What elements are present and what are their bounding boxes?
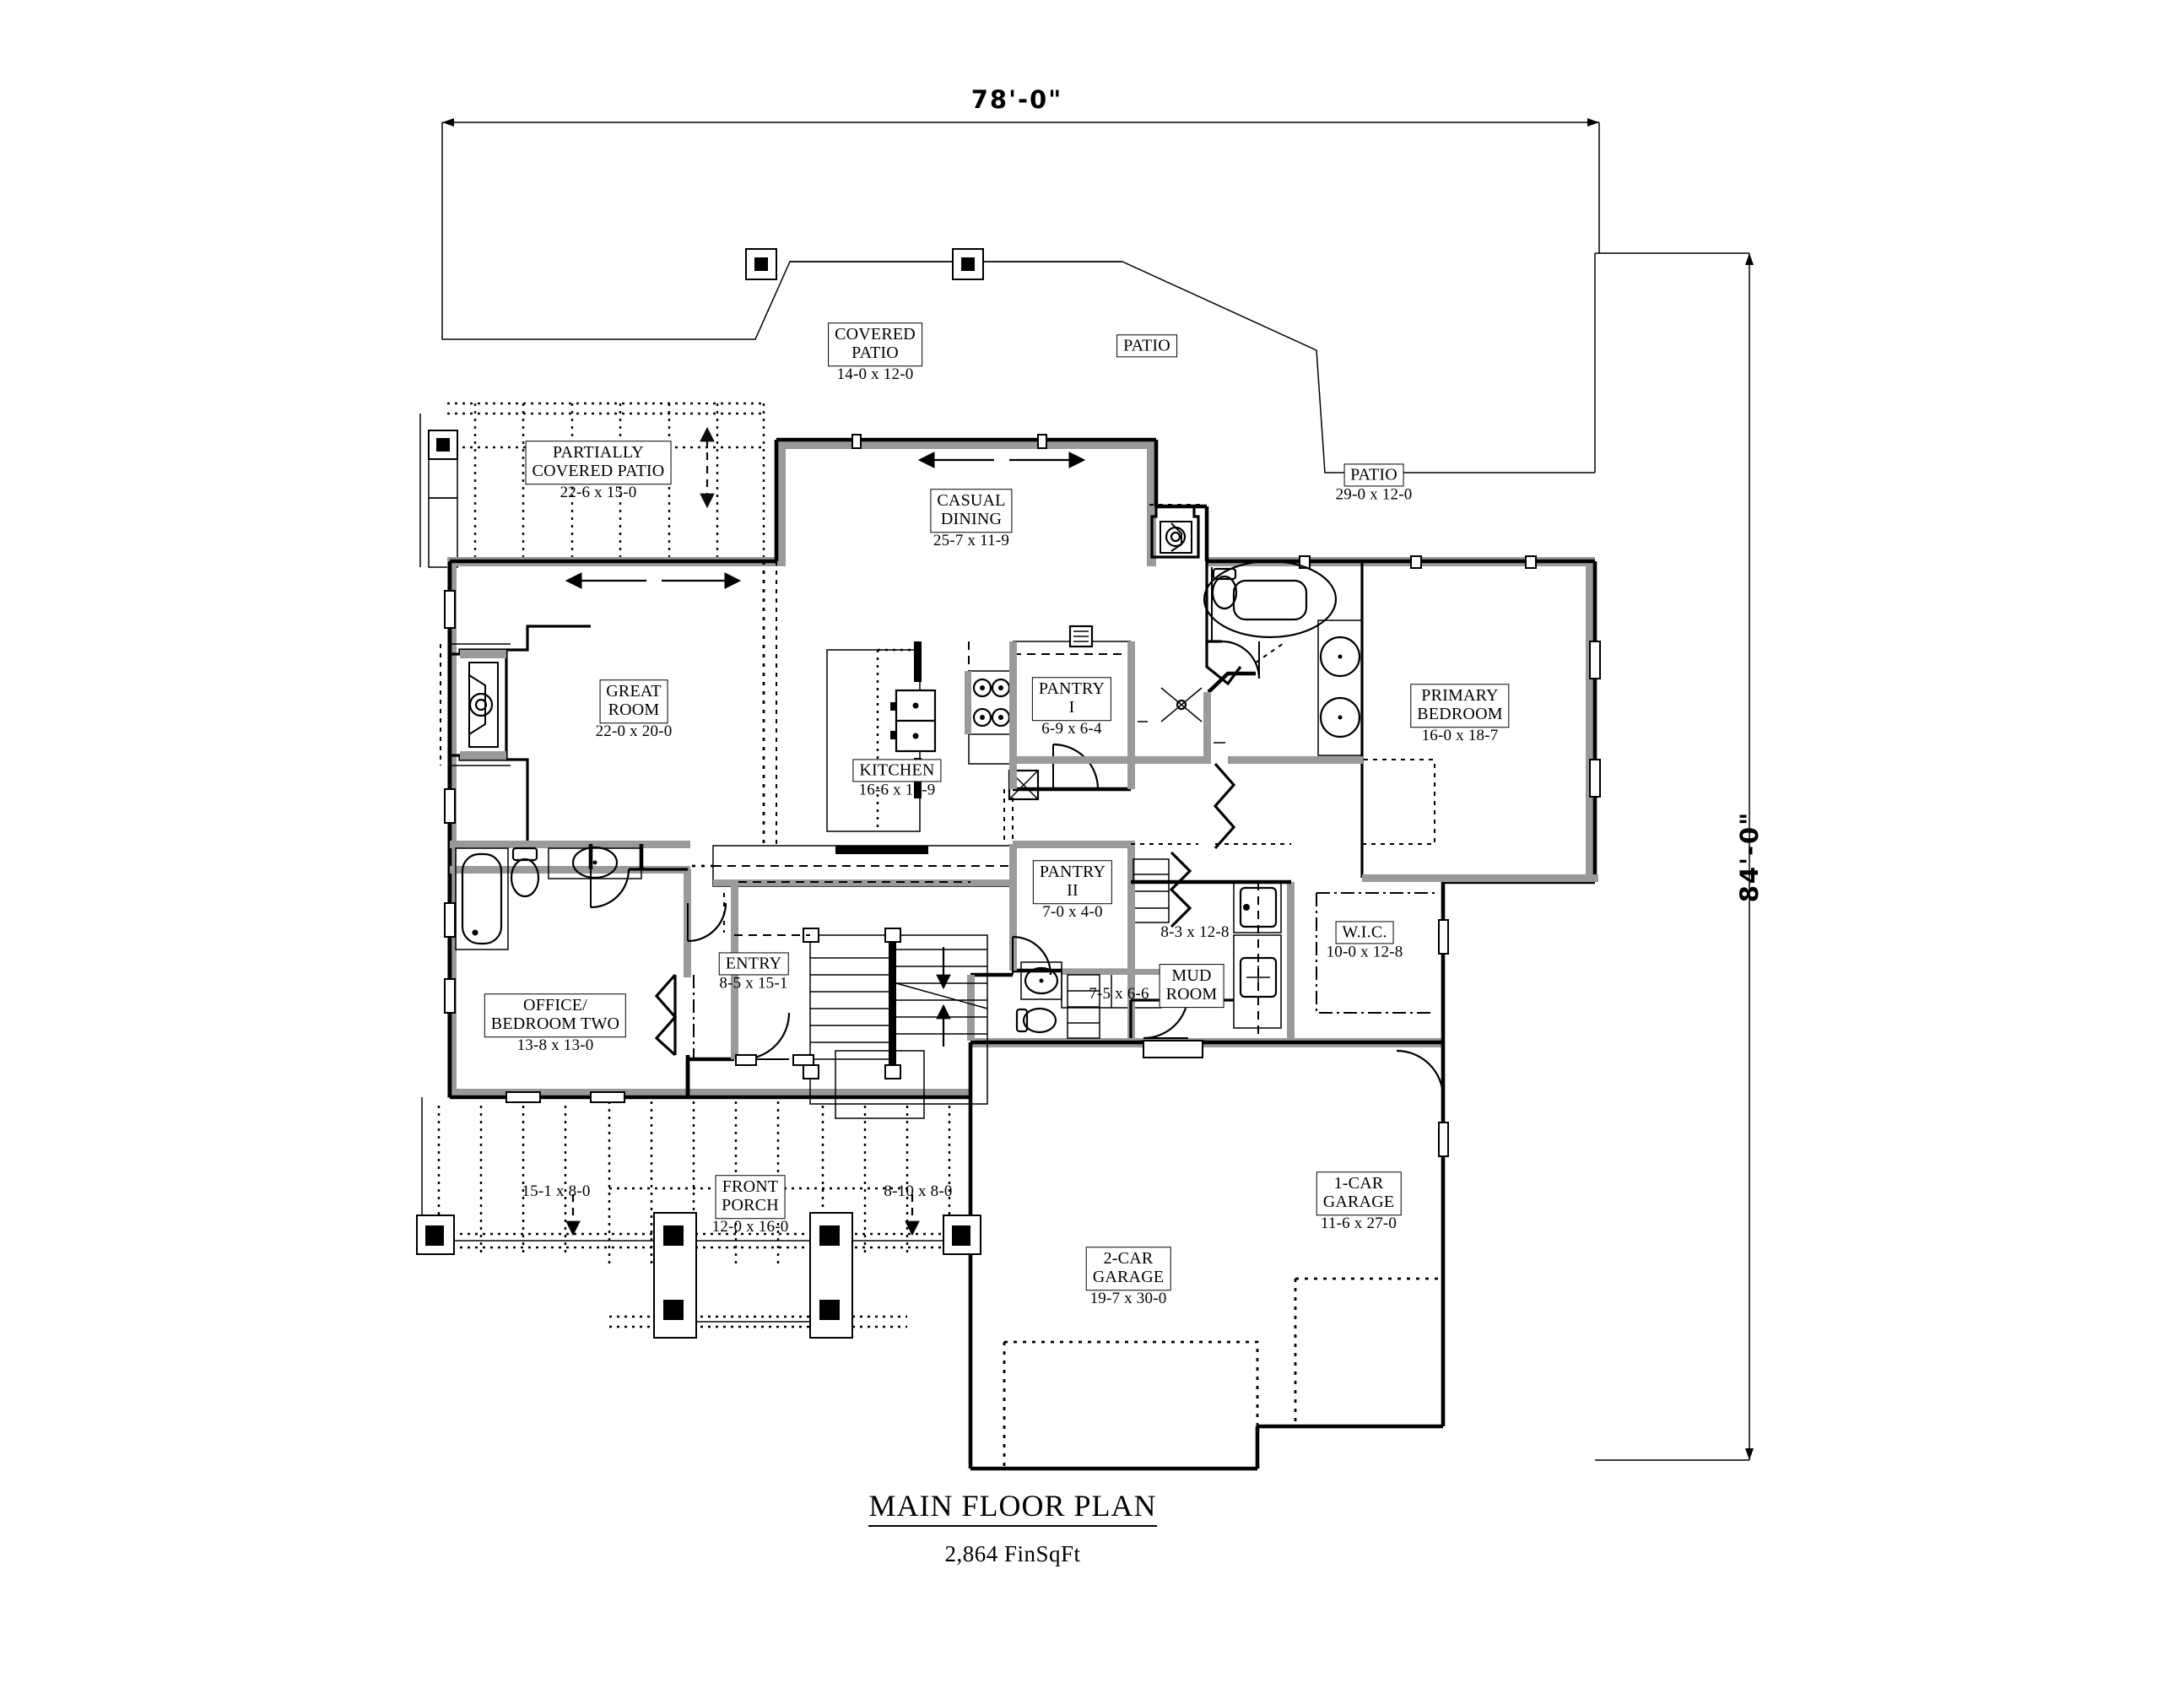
windows-north [444,434,1601,1157]
wic-walls [1287,882,1449,1038]
page-title: MAIN FLOOR PLAN [868,1489,1157,1527]
room-dimensions-wic: 10-0 x 12-8 [1326,943,1403,961]
room-dimensions-office-bedroom-two: 13-8 x 13-0 [516,1036,594,1055]
garage-slabs [1003,1049,1445,1469]
room-dimensions-covered-patio: 14-0 x 12-0 [836,365,914,384]
room-name-wic: W.I.C. [1335,921,1394,944]
room-label-patio-upper: PATIO [1116,334,1177,358]
room-dimensions-front-porch: 12-0 x 16-0 [711,1218,789,1236]
room-name-kitchen: KITCHEN [852,759,942,782]
office-bedroom-two [450,866,695,1097]
dimension-porch-left-dims: 15-1 x 8-0 [522,1182,591,1200]
title-block: MAIN FLOOR PLAN 2,864 FinSqFt [717,1489,1308,1567]
dimension-mud-room-dims: 8-3 x 12-8 [1160,923,1230,941]
primary-bedroom-walls [1362,874,1598,882]
square-footage: 2,864 FinSqFt [944,1540,1081,1566]
overall-depth-dimension: 84'-0" [1735,810,1764,903]
room-name-patio-right: PATIO [1343,463,1404,487]
powder-bath [967,935,1100,1041]
hall-bath [450,841,727,950]
dining-fireplace [1149,504,1202,559]
room-name-entry: ENTRY [718,952,789,976]
room-dimensions-kitchen: 16-6 x 16-9 [858,781,936,799]
room-dimensions-casual-dining: 25-7 x 11-9 [933,532,1010,550]
room-dimensions-pantry-one: 6-9 x 6-4 [1041,720,1102,738]
dimension-porch-right-dims: 8-10 x 8-0 [884,1182,953,1200]
room-dimensions-great-room: 22-0 x 20-0 [595,722,673,741]
room-dimensions-entry: 8-5 x 15-1 [719,974,788,993]
dimension-powder-bath-dims: 7-5 x 6-6 [1089,985,1149,1003]
primary-bath [1013,560,1435,878]
great-room-fireplace [440,625,591,846]
room-label-wic: W.I.C.10-0 x 12-8 [1327,921,1403,960]
room-dimensions-primary-bedroom: 16-0 x 18-7 [1421,727,1499,745]
overall-width-dimension: 78'-0" [970,85,1063,114]
dimension-lines [441,118,1754,1461]
ceiling-beam-lines [762,561,1435,845]
patio-left-post [419,414,458,568]
room-dimensions-two-car-garage: 19-7 x 30-0 [1089,1290,1167,1308]
room-dimensions-one-car-garage: 11-6 x 27-0 [1320,1215,1397,1233]
room-dimensions-partially-covered-patio: 22-6 x 15-0 [560,484,637,502]
room-dimensions-pantry-two: 7-0 x 4-0 [1042,903,1103,922]
mud-room [1127,879,1291,1058]
room-name-patio-upper: PATIO [1116,334,1177,358]
staircase [734,928,988,1119]
front-porch [416,1097,981,1339]
exterior-walls [447,437,1597,1471]
slider-arrows [565,452,1086,589]
room-dimensions-patio-right: 29-0 x 12-0 [1335,485,1413,504]
column-markers [428,248,984,460]
room-name-office-bedroom-two: OFFICE/BEDROOM TWO [484,993,627,1038]
